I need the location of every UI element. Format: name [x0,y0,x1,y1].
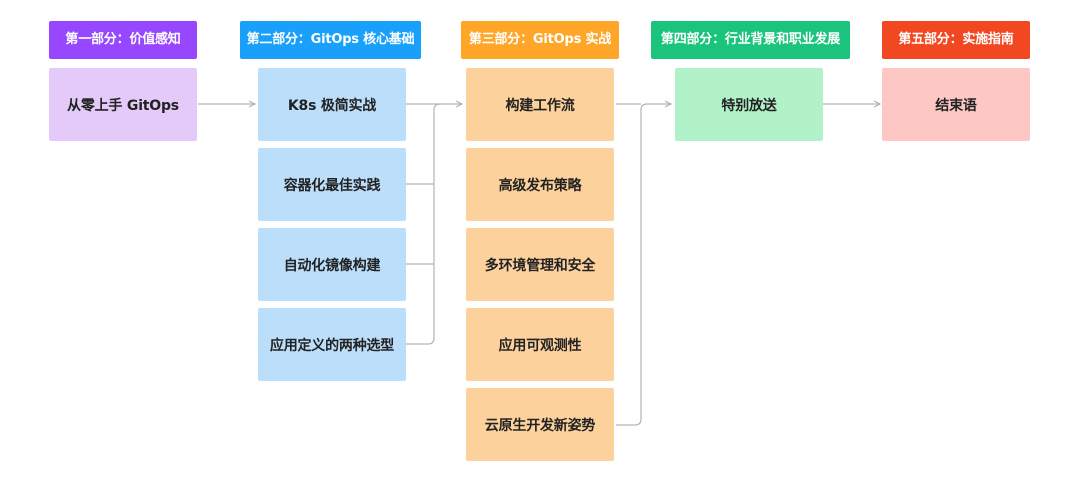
node-workflow: 构建工作流 [466,68,614,141]
part5-header: 第五部分：实施指南 [882,21,1030,59]
part3-header: 第三部分：GitOps 实战 [461,21,619,59]
node-gitops-from-zero: 从零上手 GitOps [49,68,197,141]
part2-header: 第二部分：GitOps 核心基础 [240,21,421,59]
node-observability: 应用可观测性 [466,308,614,381]
node-conclusion: 结束语 [882,68,1030,141]
node-app-definition: 应用定义的两种选型 [258,308,406,381]
node-cloud-native-dev: 云原生开发新姿势 [466,388,614,461]
node-multi-env-security: 多环境管理和安全 [466,228,614,301]
node-image-build: 自动化镜像构建 [258,228,406,301]
node-containerization: 容器化最佳实践 [258,148,406,221]
node-k8s-practice: K8s 极简实战 [258,68,406,141]
connector-appdef-merge [406,103,441,345]
part4-header: 第四部分：行业背景和职业发展 [651,21,850,59]
node-special-broadcast: 特别放送 [675,68,823,141]
part1-header: 第一部分：价值感知 [49,21,197,59]
node-release-strategy: 高级发布策略 [466,148,614,221]
connector-cloudnative-to-part4 [616,104,671,426]
